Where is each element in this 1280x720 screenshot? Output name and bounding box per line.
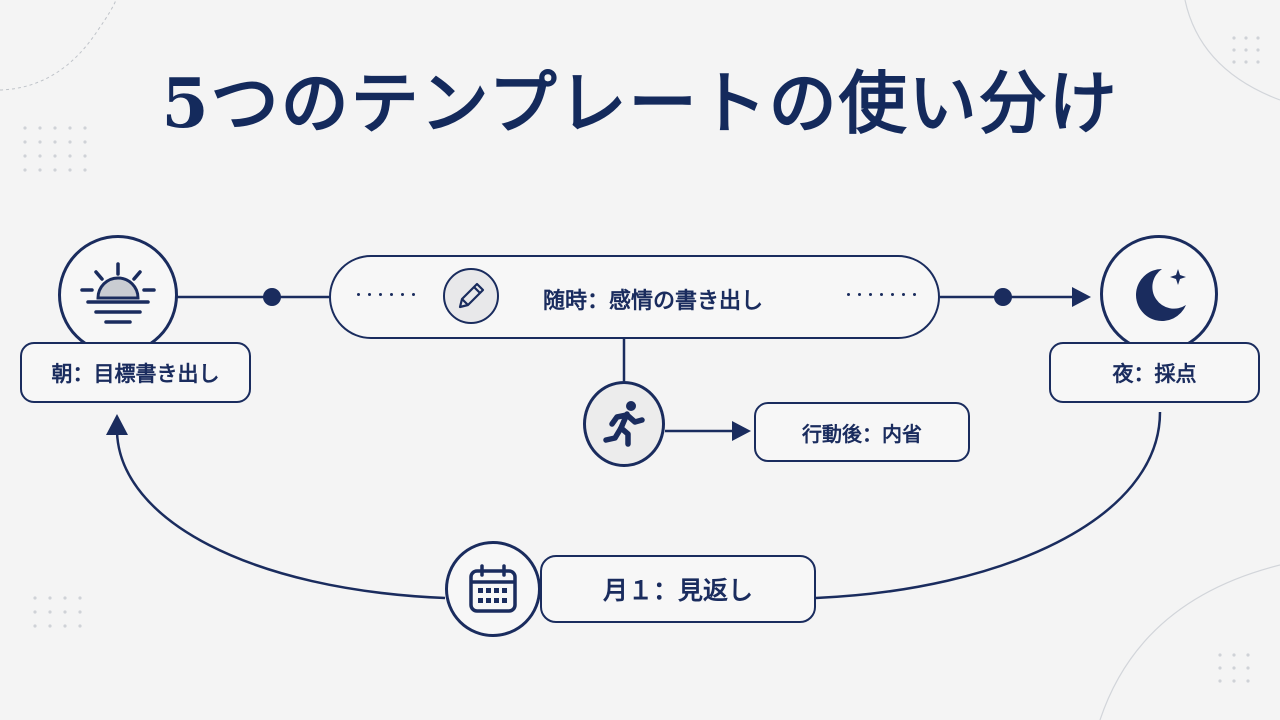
anytime-label: 随時：感情の書き出し [543, 289, 764, 314]
arrowhead-morning [106, 414, 128, 435]
pencil-icon [458, 282, 485, 309]
connector-dot-right [994, 288, 1012, 306]
action-label: 行動後：内省 [754, 402, 970, 462]
monthly-node-icon [445, 541, 541, 637]
morning-node [58, 235, 178, 355]
dots-right [847, 293, 924, 296]
night-label: 夜：採点 [1049, 342, 1260, 403]
night-node [1100, 235, 1218, 353]
page-title: 5つのテンプレートの使い分け [161, 64, 1119, 144]
dots-left [357, 293, 423, 296]
running-person-icon [603, 401, 645, 447]
morning-label: 朝：目標書き出し [20, 342, 251, 403]
monthly-label: 月１：見返し [540, 555, 816, 623]
action-node-icon [583, 381, 665, 467]
anytime-node: 随時：感情の書き出し [329, 255, 940, 339]
arrowhead-night [1072, 287, 1091, 307]
pencil-badge [443, 268, 499, 324]
connector-dot-left [263, 288, 281, 306]
sunrise-icon [80, 262, 156, 324]
arrowhead-action [732, 421, 751, 441]
calendar-icon [469, 564, 517, 613]
moon-star-icon [1136, 269, 1186, 321]
connector-night-monthly [815, 411, 1162, 600]
connector-monthly-morning [115, 431, 446, 600]
